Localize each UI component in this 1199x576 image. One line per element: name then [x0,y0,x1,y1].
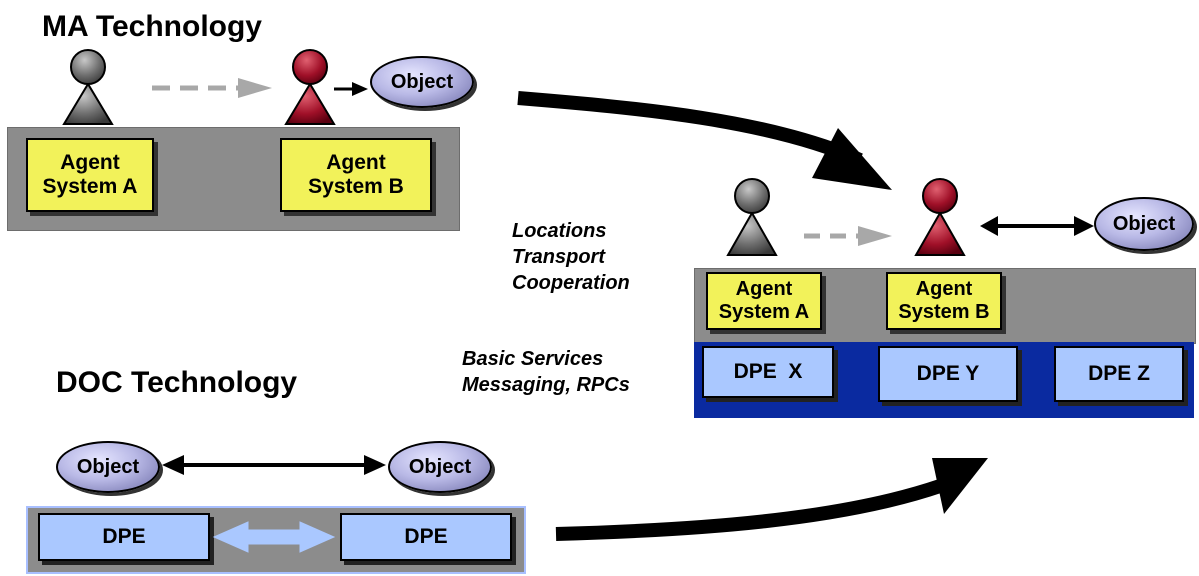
combined-dpe-x: DPE X [702,346,834,398]
doc-dpe-left: DPE [38,513,210,561]
ma-object: Object [370,56,474,108]
ma-to-combined-arrow [517,91,892,190]
note-transport: Transport [512,246,605,268]
ma-agent-system-b: Agent System B [280,138,432,212]
ma-agent-object-arrow [334,82,368,96]
combined-migration-arrow [804,226,892,246]
combined-agent-system-b-line1: Agent [915,278,973,300]
note-locations: Locations [512,220,607,242]
ma-title: MA Technology [42,10,262,43]
combined-gray-agent-icon [726,178,778,256]
combined-agent-object-arrow [980,216,1094,236]
note-basic-services: Basic Services [462,348,604,370]
combined-agent-system-b-line2: System B [898,301,990,323]
combined-agent-system-a-line2: System A [718,301,810,323]
doc-object-arrow [162,455,386,475]
combined-agent-system-a: Agent System A [706,272,822,330]
ma-gray-agent-icon [62,49,114,125]
doc-to-combined-arrow [555,458,988,541]
combined-agent-system-a-line1: Agent [735,278,793,300]
doc-title: DOC Technology [56,366,298,399]
ma-agent-system-b-line1: Agent [326,150,386,174]
ma-agent-system-a-line2: System A [42,175,138,198]
ma-red-agent-icon [284,49,336,125]
doc-dpe-link-arrow-icon [212,521,336,553]
doc-object-right: Object [388,441,492,493]
ma-agent-system-a-line1: Agent [60,150,120,174]
combined-red-agent-icon [914,178,966,256]
combined-agent-system-b: Agent System B [886,272,1002,330]
ma-agent-system-b-line2: System B [308,175,404,198]
combined-dpe-y: DPE Y [878,346,1018,402]
doc-object-left: Object [56,441,160,493]
ma-migration-arrow [152,78,272,98]
doc-dpe-right: DPE [340,513,512,561]
note-messaging: Messaging, RPCs [462,374,630,396]
combined-object: Object [1094,197,1194,251]
combined-dpe-z: DPE Z [1054,346,1184,402]
note-cooperation: Cooperation [512,272,630,294]
ma-agent-system-a: Agent System A [26,138,154,212]
